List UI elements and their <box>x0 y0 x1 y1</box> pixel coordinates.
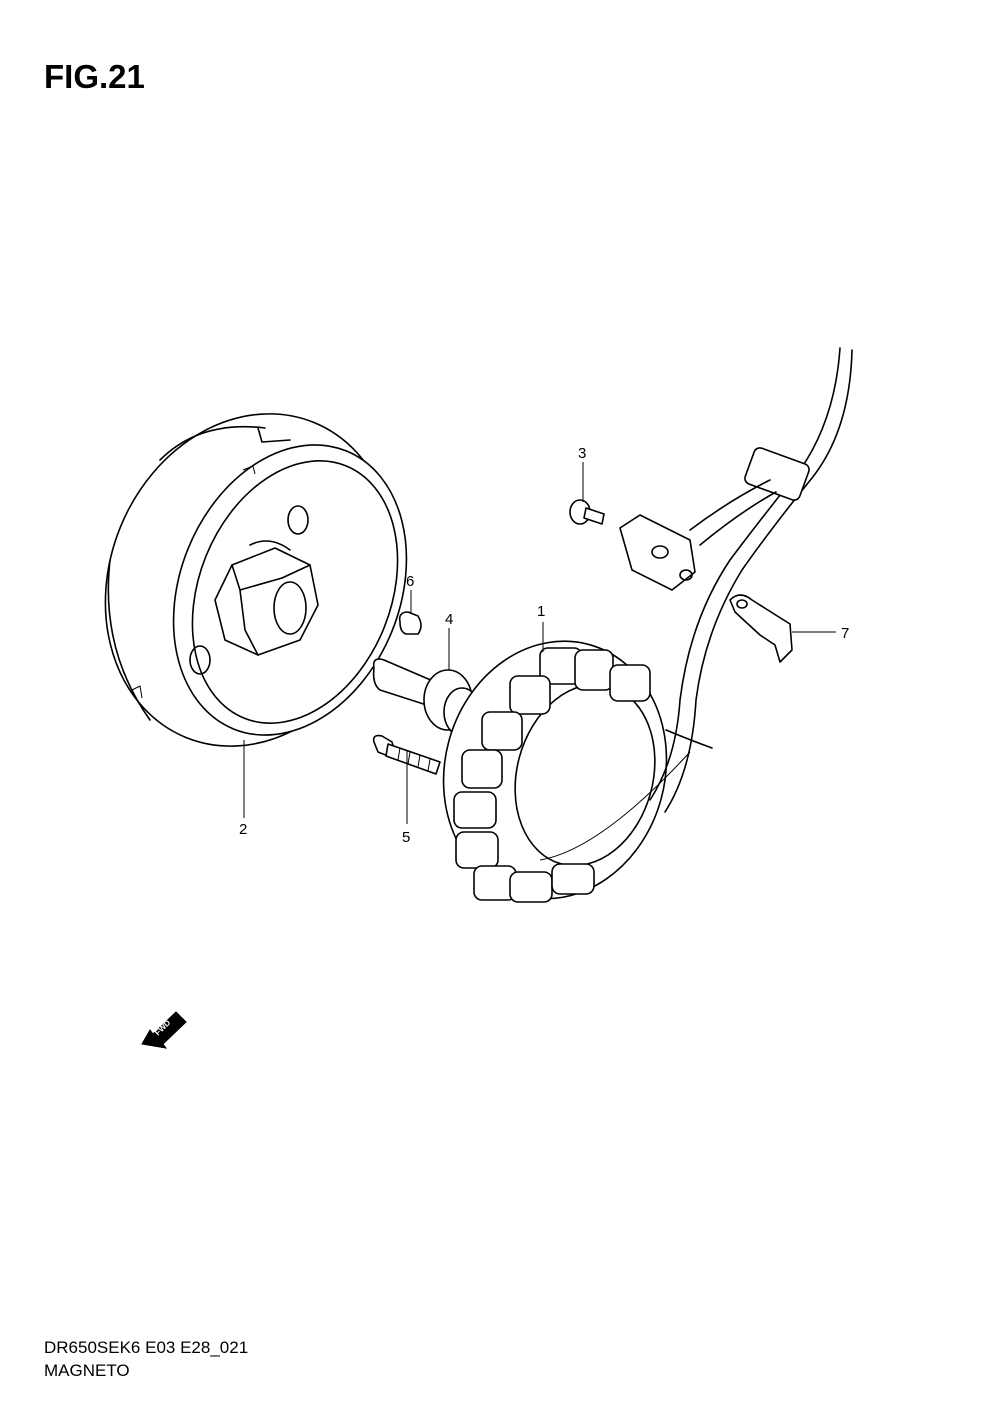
callout-7: 7 <box>841 625 849 642</box>
callout-2: 2 <box>239 821 247 838</box>
clamp-part-7 <box>729 594 793 663</box>
wire-harness <box>649 347 853 813</box>
diagram-code: DR650SEK6 E03 E28_021 <box>44 1338 249 1357</box>
callout-4: 4 <box>445 611 453 628</box>
bolt-part-5 <box>372 734 441 775</box>
figure-title: FIG.21 <box>44 58 145 95</box>
callout-6: 6 <box>406 573 414 590</box>
pickup-coil <box>619 514 696 591</box>
screw-part-3 <box>569 499 605 525</box>
rotor-part-2 <box>104 413 408 747</box>
diagram-name: MAGNETO <box>44 1361 130 1380</box>
callout-1: 1 <box>537 603 545 620</box>
stator-part-1 <box>442 640 691 903</box>
callout-5: 5 <box>402 829 410 846</box>
key-part-6 <box>398 611 422 635</box>
callout-3: 3 <box>578 445 586 462</box>
leader-lines <box>243 462 836 824</box>
fwd-arrow-icon: FWD <box>141 1011 187 1049</box>
